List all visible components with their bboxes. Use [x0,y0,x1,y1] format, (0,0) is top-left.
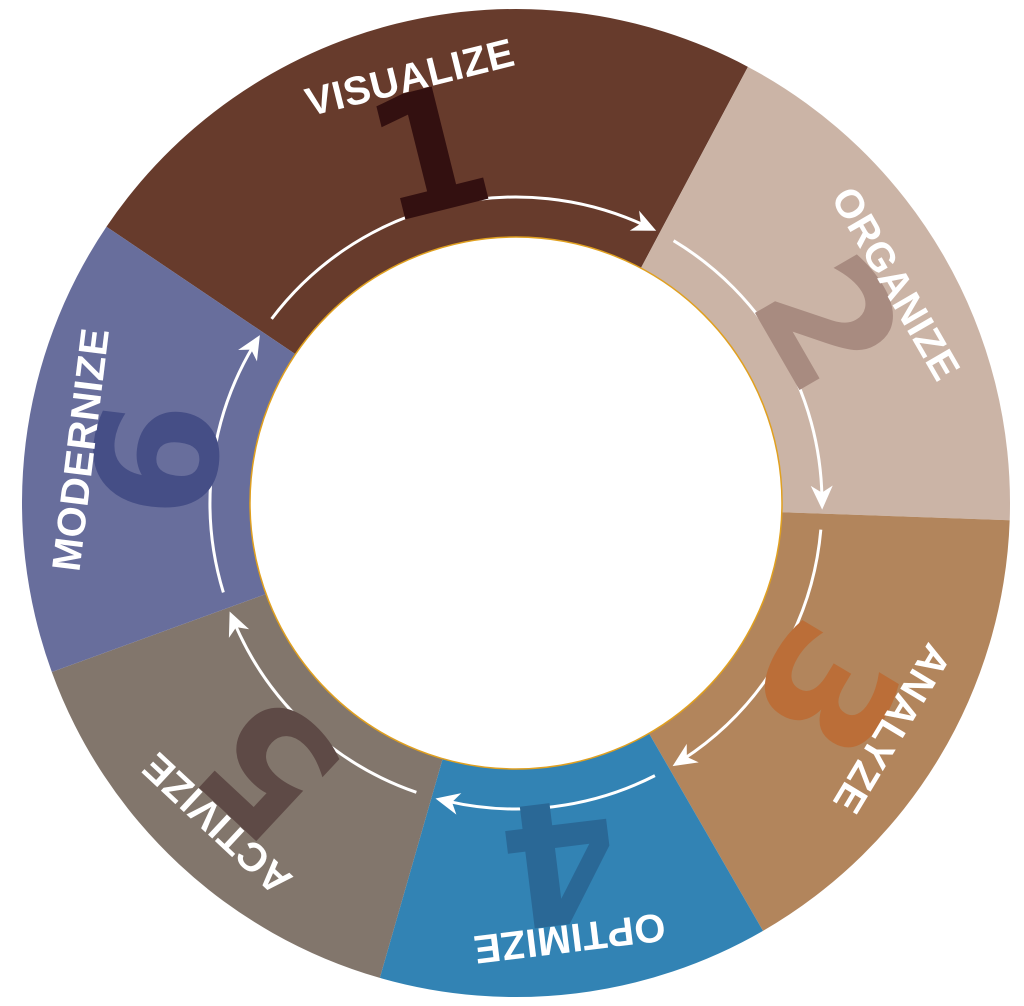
segment-optimize [379,733,763,997]
arrow-head-icon [629,210,657,231]
segments [22,8,1010,997]
segment-activize [51,593,443,978]
flow-arc [208,344,255,593]
segment-visualize [106,8,748,355]
segment-modernize [22,226,296,672]
arrow-head-icon [435,793,462,815]
flow-arc [270,195,646,320]
stage-number-4: 4 [490,756,630,965]
flow-arc [681,529,823,761]
flow-arc [672,239,824,498]
flow-arrows [208,195,833,815]
arrow-head-icon [238,335,260,362]
arrow-head-icon [810,485,833,510]
stage-number-6: 6 [54,389,263,529]
arrow-head-icon [228,611,250,638]
flow-arc [232,621,417,794]
center-hole [249,236,783,770]
segment-organize [640,66,1010,521]
flow-arc [446,774,656,811]
arrow-head-icon [672,743,699,767]
segment-analyze [649,512,1010,931]
